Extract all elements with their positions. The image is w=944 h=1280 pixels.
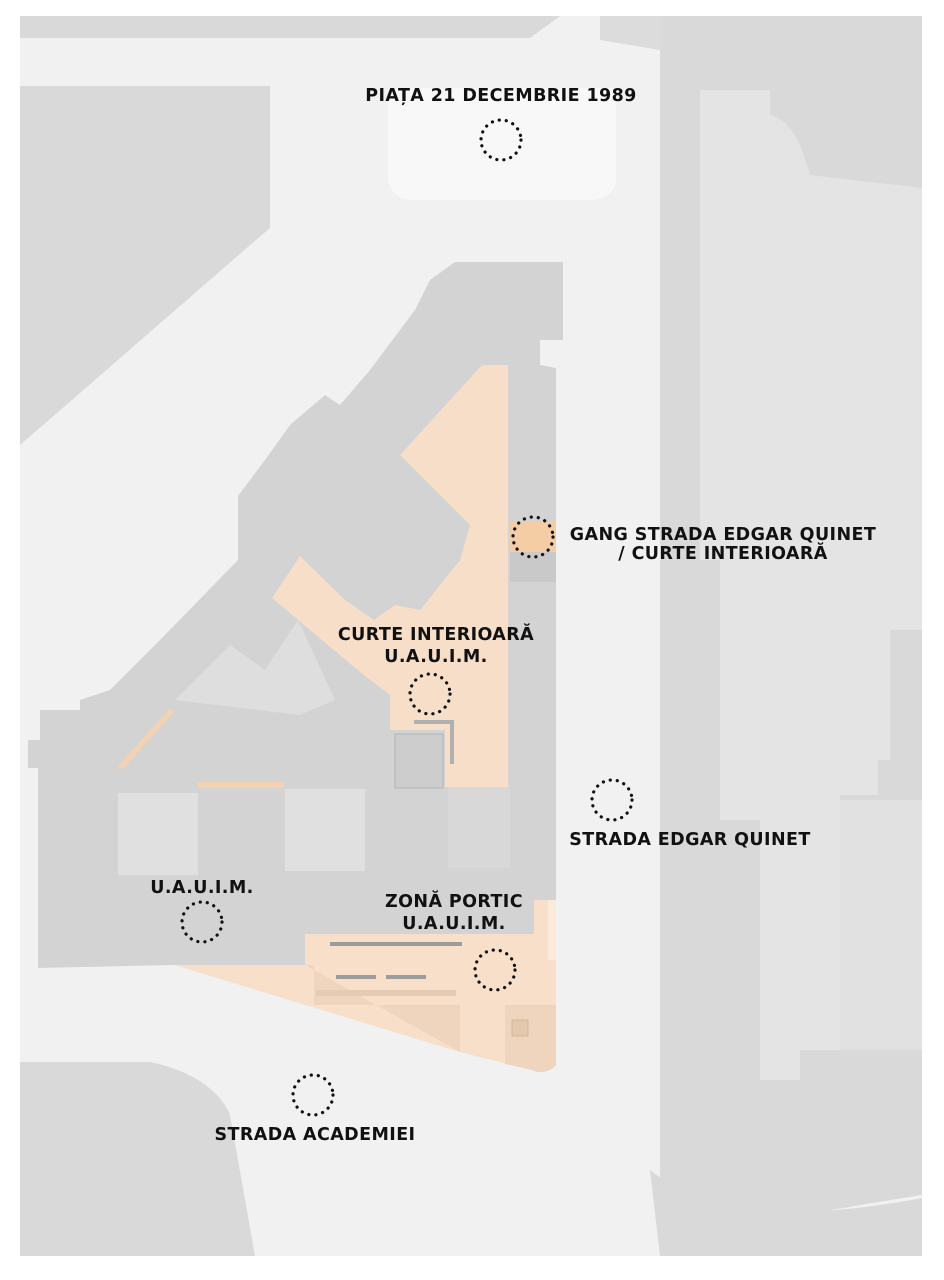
portic-edge	[548, 900, 556, 960]
label-uauim: U.A.U.I.M.	[150, 878, 253, 898]
label-portic-line2: U.A.U.I.M.	[402, 914, 505, 934]
label-curte-line2: U.A.U.I.M.	[384, 647, 487, 667]
courtyard-bench-2	[450, 722, 454, 764]
marker-edgar[interactable]	[590, 778, 634, 822]
portic-bar-3	[386, 975, 426, 979]
block-bottom-right	[650, 1170, 922, 1256]
building-right-light-2	[840, 800, 922, 1050]
courtyard-strip-a	[198, 782, 284, 788]
courtyard-bench-1	[414, 720, 454, 724]
portic-column-row	[316, 990, 456, 996]
courtyard-interior	[272, 365, 508, 787]
plaza-piata	[388, 88, 616, 200]
courtyard-strip-b	[118, 708, 174, 770]
building-right-light	[700, 90, 922, 1080]
block-upper-left	[20, 86, 270, 445]
block-top-right-strip	[600, 16, 660, 50]
marker-uauim[interactable]	[180, 900, 224, 944]
block-top-strip	[20, 16, 560, 38]
marker-portic[interactable]	[473, 948, 517, 992]
room-2	[285, 789, 365, 871]
portic-square	[511, 1019, 529, 1037]
label-academiei: STRADA ACADEMIEI	[215, 1125, 416, 1145]
gang-passage-dark	[510, 552, 556, 582]
marker-piata[interactable]	[479, 118, 523, 162]
label-gang-line2: / CURTE INTERIOARĂ	[618, 542, 827, 564]
label-edgar: STRADA EDGAR QUINET	[569, 830, 810, 850]
portic-zone-dark	[305, 965, 556, 1073]
room-1	[118, 793, 198, 875]
marker-academiei[interactable]	[291, 1073, 335, 1117]
room-3	[448, 786, 510, 868]
block-lower-left	[20, 1062, 255, 1256]
label-piata: PIAȚA 21 DECEMBRIE 1989	[365, 86, 637, 106]
gang-passage	[510, 522, 556, 552]
label-portic-line1: ZONĂ PORTIC	[385, 890, 523, 912]
marker-curte[interactable]	[408, 672, 452, 716]
label-gang-line1: GANG STRADA EDGAR QUINET	[570, 525, 876, 545]
portic-bar-1	[330, 942, 462, 946]
label-curte-line1: CURTE INTERIOARĂ	[338, 623, 534, 645]
inner-gap	[175, 620, 335, 715]
portic-bar-2	[336, 975, 376, 979]
room-4	[394, 733, 444, 789]
marker-gang[interactable]	[511, 515, 555, 559]
